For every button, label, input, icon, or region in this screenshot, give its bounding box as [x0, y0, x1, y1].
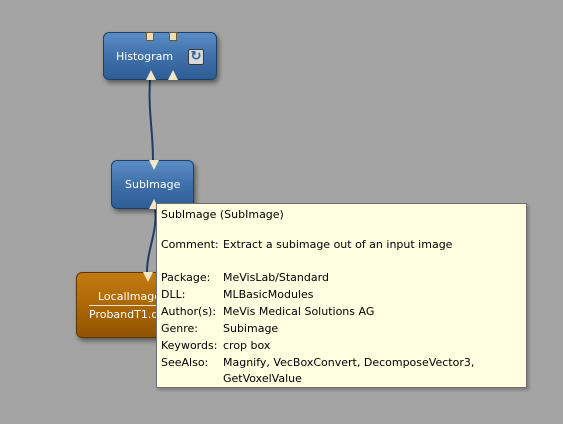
module-sublabel: ProbandT1.dc [89, 308, 165, 321]
tooltip-key: SeeAlso: [161, 356, 209, 369]
tooltip-value: Extract a subimage out of an input image [223, 238, 453, 251]
tooltip-value: crop box [223, 339, 271, 352]
tooltip-key: Comment: [161, 238, 219, 251]
tooltip-key: DLL: [161, 288, 186, 301]
input-port[interactable] [146, 70, 156, 80]
tooltip-value: Subimage [223, 322, 279, 335]
tooltip-key: Genre: [161, 322, 199, 335]
tooltip-key: Package: [161, 271, 211, 284]
input-port[interactable] [149, 160, 159, 170]
field-port[interactable] [146, 32, 154, 41]
tooltip-value: MeVisLab/Standard [223, 271, 329, 284]
tooltip-value: MeVis Medical Solutions AG [223, 305, 375, 318]
tooltip-key: Keywords: [161, 339, 218, 352]
module-histogram[interactable]: Histogram ↻ [103, 32, 217, 80]
module-label: LocalImage [98, 290, 161, 303]
input-port[interactable] [149, 199, 159, 209]
refresh-icon[interactable]: ↻ [188, 49, 204, 65]
module-label: Histogram [116, 50, 174, 63]
connection-subimage-to-histogram[interactable] [148, 79, 154, 162]
input-port[interactable] [168, 70, 178, 80]
tooltip-key: Author(s): [161, 305, 217, 318]
connection-localimage-to-subimage[interactable] [146, 209, 157, 273]
output-port[interactable] [143, 272, 153, 282]
module-tooltip: SubImage (SubImage) Comment: Extract a s… [156, 203, 527, 388]
module-subimage[interactable]: SubImage [111, 160, 194, 209]
tooltip-value: MLBasicModules [223, 288, 314, 301]
module-localimage[interactable]: LocalImage ProbandT1.dc [76, 272, 165, 338]
field-port[interactable] [169, 32, 177, 41]
module-label: SubImage [125, 178, 181, 191]
tooltip-value: GetVoxelValue [223, 372, 302, 385]
tooltip-value: Magnify, VecBoxConvert, DecomposeVector3… [223, 356, 475, 369]
tooltip-title: SubImage (SubImage) [161, 208, 284, 221]
module-divider [89, 305, 163, 306]
